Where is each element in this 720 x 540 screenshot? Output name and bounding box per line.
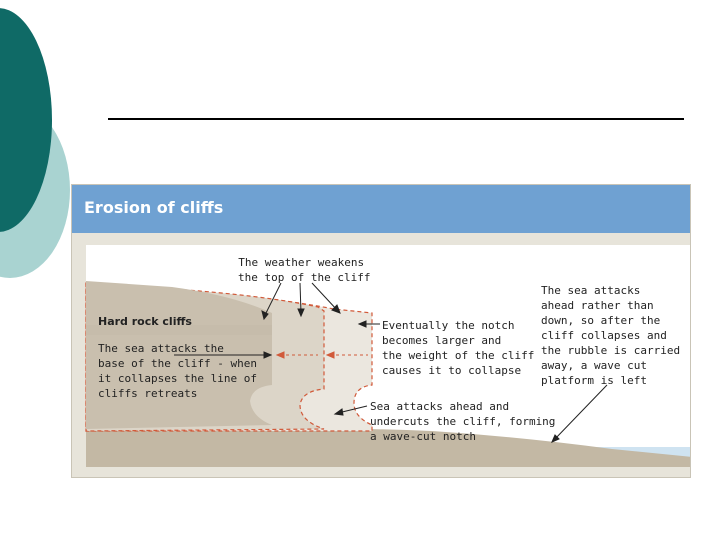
weather-label-line: The weather weakens bbox=[238, 256, 365, 269]
weather-arrows bbox=[261, 282, 341, 321]
platform-line: down, so after the bbox=[541, 314, 661, 327]
sea-attacks-base-line: it collapses the line of bbox=[98, 372, 257, 385]
platform-arrow bbox=[551, 384, 608, 443]
figure-title: Erosion of cliffs bbox=[84, 198, 224, 217]
platform-label: The sea attacks ahead rather than down, … bbox=[541, 283, 680, 388]
platform-line: the rubble is carried bbox=[541, 344, 681, 357]
platform-line: platform is left bbox=[541, 374, 647, 387]
sea-attacks-base-line: The sea attacks the bbox=[98, 342, 224, 355]
notch-collapse-arrow bbox=[357, 320, 380, 328]
weather-label: The weather weakens the top of the cliff bbox=[232, 255, 370, 285]
notch-collapse-label: Eventually the notch becomes larger and … bbox=[382, 318, 534, 378]
decorative-circles bbox=[0, 8, 70, 278]
undercuts-line: Sea attacks ahead and bbox=[370, 400, 510, 413]
weather-label-line: the top of the cliff bbox=[238, 271, 371, 284]
cliff-erosion-figure: Erosion of cliffs bbox=[71, 184, 691, 478]
sea-attacks-base-arrow bbox=[174, 351, 273, 359]
wave-cut-platform bbox=[86, 426, 690, 467]
title-underline bbox=[108, 118, 684, 120]
figure-header bbox=[72, 185, 690, 233]
cliff-shading bbox=[86, 325, 272, 335]
undercuts-line: a wave-cut notch bbox=[370, 430, 476, 443]
dark-teal-circle bbox=[0, 8, 52, 232]
retreat-arrows bbox=[275, 351, 368, 359]
sea-attacks-base-label: The sea attacks the base of the cliff - … bbox=[98, 341, 257, 401]
platform-line: ahead rather than bbox=[541, 299, 654, 312]
undercuts-line: undercuts the cliff, forming bbox=[370, 415, 556, 428]
undercuts-label: Sea attacks ahead and undercuts the clif… bbox=[370, 399, 555, 444]
hard-rock-cliffs-label: Hard rock cliffs bbox=[98, 315, 192, 328]
sea-attacks-base-line: cliffs retreats bbox=[98, 387, 198, 400]
platform-line: away, a wave cut bbox=[541, 359, 647, 372]
platform-line: cliff collapses and bbox=[541, 329, 667, 342]
notch-collapse-line: causes it to collapse bbox=[382, 364, 522, 377]
undercut-arrow bbox=[333, 405, 368, 416]
cliff-illustration bbox=[85, 245, 690, 467]
notch-collapse-line: becomes larger and bbox=[382, 334, 502, 347]
notch-collapse-line: the weight of the cliff bbox=[382, 349, 535, 362]
sea-attacks-base-line: base of the cliff - when bbox=[98, 357, 257, 370]
platform-line: The sea attacks bbox=[541, 284, 641, 297]
notch-collapse-line: Eventually the notch bbox=[382, 319, 515, 332]
